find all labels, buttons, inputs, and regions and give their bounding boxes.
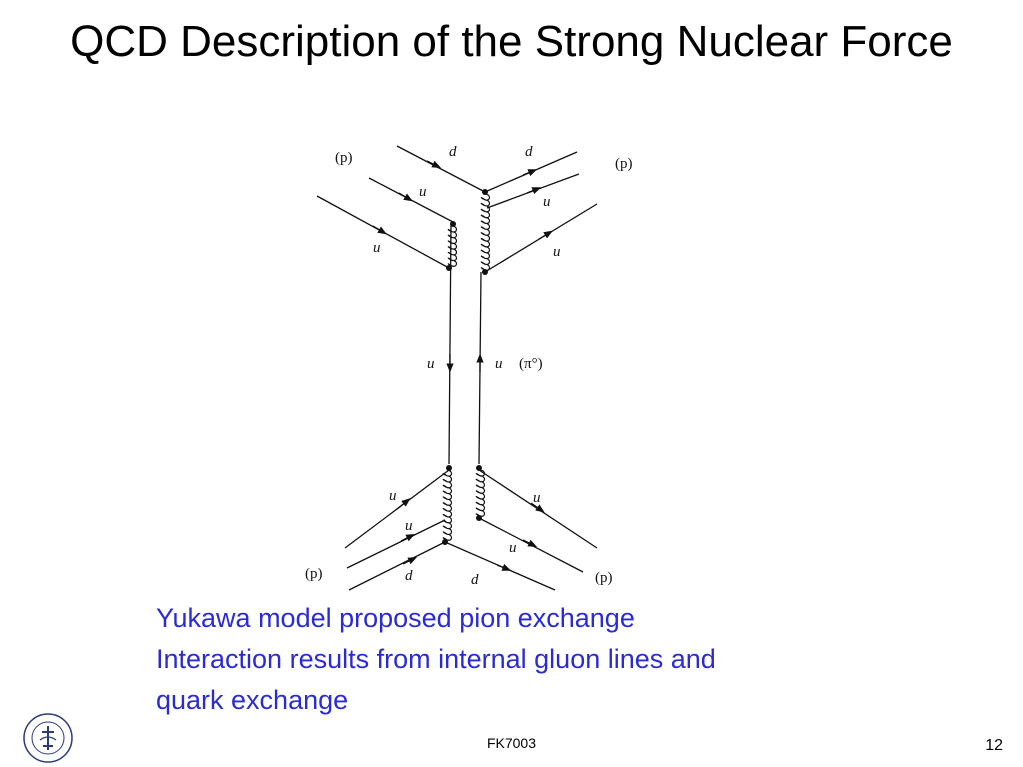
label-d: d [525, 144, 533, 160]
feynman-diagram: (p) (p) d d u u u u u u (π°) u u u u (p)… [305, 144, 633, 591]
label-proton-top-right: (p) [615, 156, 633, 172]
body-line-3: quark exchange [156, 685, 349, 715]
label-u: u [427, 356, 435, 372]
label-u: u [405, 518, 413, 534]
vertex-dot [476, 515, 482, 521]
body-line-1: Yukawa model proposed pion exchange [156, 603, 635, 633]
gluon-coil-bottom-right [475, 469, 486, 517]
label-proton-top-left: (p) [335, 150, 353, 166]
gluon-coil-top-left [447, 225, 458, 267]
arrow [522, 539, 538, 548]
arrow [426, 160, 442, 169]
arrow [396, 498, 411, 510]
arrow [526, 187, 542, 195]
label-d: d [471, 572, 479, 588]
slide-title: QCD Description of the Strong Nuclear Fo… [70, 17, 953, 66]
slide-number: 12 [985, 737, 1003, 754]
label-d: d [405, 568, 413, 584]
stockholm-university-logo [23, 713, 73, 763]
footer-course-code: FK7003 [486, 735, 537, 751]
arrow [402, 556, 418, 565]
label-u: u [373, 240, 381, 256]
gluon-coil-top-right [480, 193, 491, 271]
label-u: u [419, 184, 427, 200]
gluon-coil-bottom-left [442, 469, 453, 541]
top-d-in-line [396, 145, 486, 193]
vertex-dot [476, 465, 482, 471]
arrow [522, 169, 538, 177]
label-proton-bottom-right: (p) [595, 570, 613, 586]
vertex-dot [446, 465, 452, 471]
label-proton-bottom-left: (p) [305, 566, 323, 582]
bottom-u2-in-line [346, 519, 446, 569]
vertex-dot [450, 221, 456, 227]
top-u-in-line [368, 177, 454, 223]
arrow [398, 192, 413, 202]
arrow [496, 563, 512, 571]
label-u: u [543, 194, 551, 210]
arrow [538, 230, 553, 240]
bottom-d-in-line [348, 541, 446, 591]
vertex-dot [446, 265, 452, 271]
label-u: u [533, 490, 541, 506]
label-d: d [449, 144, 457, 160]
body-line-2: Interaction results from internal gluon … [156, 644, 716, 674]
vertex-dot [442, 539, 448, 545]
label-u: u [509, 540, 517, 556]
label-u: u [553, 244, 561, 260]
arrow [372, 225, 387, 235]
label-pion: (π°) [519, 356, 543, 372]
vertex-dot [482, 269, 488, 275]
arrow [530, 502, 545, 513]
bottom-u-out-line [478, 469, 598, 549]
arrow [400, 533, 416, 542]
vertex-dot [482, 189, 488, 195]
slide-body: Yukawa model proposed pion exchange Inte… [156, 598, 976, 721]
label-u: u [495, 356, 503, 372]
label-u: u [389, 488, 397, 504]
exchange-u-down-line [448, 223, 452, 465]
